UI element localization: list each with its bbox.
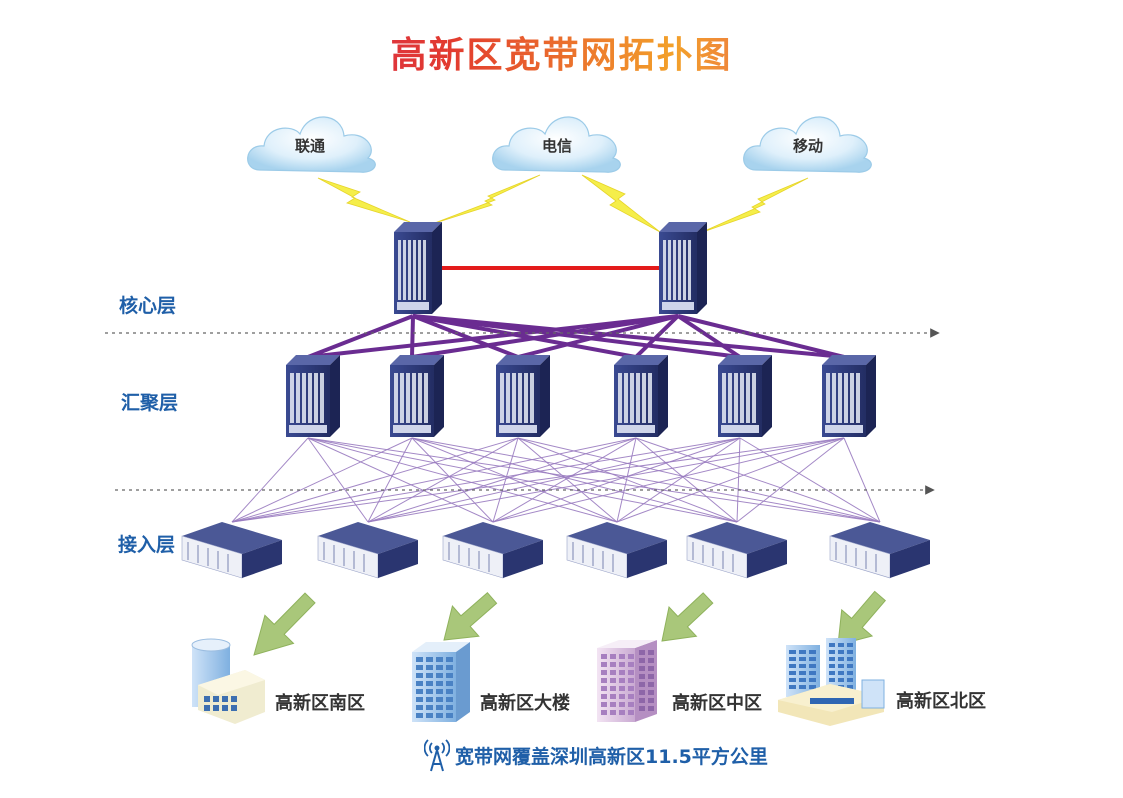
access-link [307,437,494,523]
uplink [412,314,845,359]
cloud-icon [492,116,621,173]
aggregation-switch-icon [718,355,772,437]
lightning-telecom-core2 [581,174,661,233]
area-label-north: 高新区北区 [896,691,986,712]
access-link [411,437,618,523]
access-link [367,437,413,523]
links-layer [231,266,881,523]
access-link [492,437,519,523]
access-link [517,437,881,523]
buildings [191,638,885,726]
page-title: 高新区宽带网拓扑图 [0,26,1123,78]
uplink [307,314,679,359]
lightning-links [317,174,809,234]
core-layer-label: 核心层 [119,295,177,317]
aggregation-layer-label: 汇聚层 [121,392,179,414]
access-link [231,437,741,523]
building-north-icon [778,638,885,726]
access-link [736,437,845,523]
access-link [492,437,845,523]
core-switch-icon [659,222,707,314]
access-link [517,437,618,523]
access-link [307,437,369,523]
down-arrow-icon [661,592,714,642]
access-switch-icon [317,522,418,579]
aggregation-switch-icon [496,355,550,437]
aggregation-switch-icon [822,355,876,437]
access-link [231,437,519,523]
uplink [410,315,415,358]
access-link [616,437,637,523]
coverage-footer: 宽带网覆盖深圳高新区11.5平方公里 [455,746,768,768]
building-tower-icon [412,642,470,722]
aggregation-switch-icon [614,355,668,437]
downlink-arrows [253,590,887,656]
access-link [616,437,845,523]
access-link [517,437,738,523]
access-link [616,437,741,523]
access-link [231,437,413,523]
down-arrow-icon [837,590,887,646]
access-link [367,437,637,523]
lightning-telecom-core1 [431,174,541,225]
uplink [412,314,637,359]
access-link [411,437,881,523]
access-link [307,437,618,523]
aggregation-switch-icon [390,355,444,437]
access-switch-icon [442,522,543,579]
area-label-tower: 高新区大楼 [480,693,570,714]
area-label-central: 高新区中区 [672,693,762,714]
cloud-label-mobile: 移动 [792,137,823,155]
access-layer-label: 接入层 [118,534,176,556]
aggregation-switch-icon [286,355,340,437]
access-link [367,437,845,523]
access-link [307,437,738,523]
access-switch-icon [181,522,282,579]
access-link [231,437,637,523]
core-switch-icon [394,222,442,314]
access-link [411,437,738,523]
access-link [231,437,309,523]
access-switch-icon [566,522,667,579]
layer-dividers [105,328,940,495]
uplink [677,314,845,359]
uplink [634,314,680,359]
cloud-label-unicom: 联通 [294,137,325,155]
access-link [307,437,881,523]
core-switches [394,222,707,314]
access-link [411,437,494,523]
cloud-icon [743,116,872,173]
uplink [676,314,742,359]
access-switch-icon [686,522,787,579]
uplink [517,314,679,359]
access-link [367,437,519,523]
lightning-unicom-core1 [317,177,411,223]
uplink [412,314,519,359]
cloud-label-telecom: 电信 [541,137,572,155]
uplink [411,314,679,359]
cloud-icon [247,116,376,173]
access-link [736,437,741,523]
access-link [367,437,741,523]
access-link [843,437,881,523]
uplink [307,314,414,359]
access-switches [181,522,930,579]
access-switch-icon [829,522,930,579]
access-link [492,437,741,523]
access-link [492,437,637,523]
lightning-mobile-core2 [699,177,809,234]
down-arrow-icon [253,592,316,656]
access-link [231,437,845,523]
aggregation-switches [286,355,876,437]
down-arrow-icon [443,591,498,641]
isp-clouds [247,116,872,173]
building-central-icon [597,640,657,722]
antenna-icon [424,739,450,772]
area-label-south: 高新区南区 [275,693,365,714]
building-south-icon [191,638,265,724]
